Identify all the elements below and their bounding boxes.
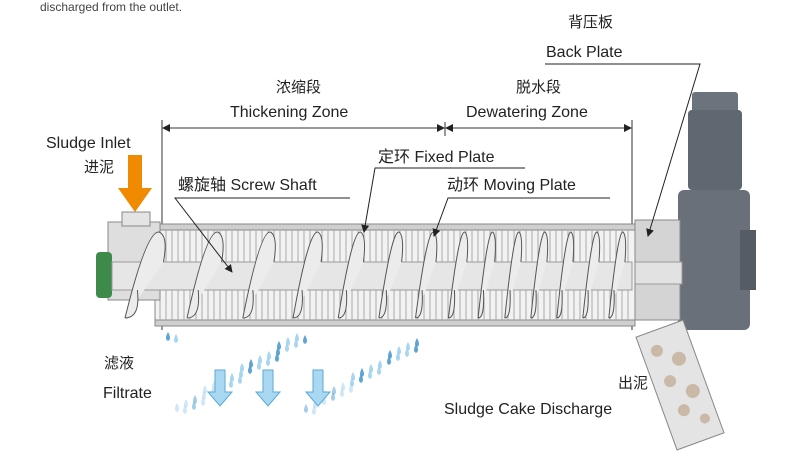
filtrate-drop	[238, 375, 242, 384]
filtrate-drop	[396, 352, 400, 361]
filtrate-arrow-icon	[254, 369, 282, 407]
dewatering-zone-label-cn: 脱水段	[516, 78, 562, 96]
filtrate-drop	[340, 388, 344, 397]
filtrate-drop	[257, 361, 261, 370]
sludge-inlet-label: Sludge Inlet	[46, 135, 131, 152]
screw-blade	[530, 231, 549, 319]
filtrate-label-cn: 滤液	[104, 354, 135, 372]
filtrate-drop	[192, 401, 196, 410]
filtrate-drop	[201, 397, 205, 406]
thickening-zone-label-cn: 浓缩段	[276, 78, 322, 96]
cake-discharge-label: Sludge Cake Discharge	[444, 401, 613, 418]
filtrate-drop	[275, 353, 279, 362]
filtrate-arrow-icon	[304, 369, 332, 407]
thickening-zone-label: Thickening Zone	[230, 104, 349, 121]
bearing	[96, 252, 112, 298]
filtrate-label: Filtrate	[103, 385, 152, 402]
filtrate-drop	[331, 392, 335, 401]
screw-blade	[337, 231, 366, 319]
filtrate-drop	[166, 332, 170, 341]
moving-plate-label: 动环 Moving Plate	[447, 177, 576, 194]
filtrate-drop	[229, 379, 233, 388]
filtrate-drop	[303, 335, 307, 344]
filtrate-drop	[304, 404, 308, 413]
screw-blade	[477, 231, 496, 319]
filtrate-drop	[414, 344, 418, 353]
screw-shaft	[111, 261, 633, 291]
filtrate-drop	[377, 366, 381, 375]
sludge-inlet-label-cn: 进泥	[84, 158, 115, 176]
filtrate-drop	[405, 348, 409, 357]
filtrate-arrow-icon	[206, 369, 234, 407]
back-plate-label: Back Plate	[546, 44, 623, 61]
inlet-arrow-icon	[118, 155, 152, 212]
dewatering-zone-label: Dewatering Zone	[466, 104, 588, 121]
screw-blade	[447, 231, 469, 319]
screw-shaft-label: 螺旋轴 Screw Shaft	[178, 177, 317, 194]
filtrate-drops	[166, 332, 419, 415]
screw-blade	[242, 231, 276, 319]
filtrate-drop	[387, 356, 391, 365]
screw-blade	[292, 231, 323, 319]
filtrate-drop	[359, 374, 363, 383]
filtrate-drop	[285, 343, 289, 352]
caption-fragment: discharged from the outlet.	[40, 0, 183, 14]
screw-blade	[186, 231, 224, 319]
screw-blade	[504, 231, 523, 319]
screw-blade	[124, 231, 166, 319]
filtrate-drop	[312, 406, 316, 415]
screw-blade	[556, 231, 575, 319]
filtrate-drop	[294, 339, 298, 348]
filtrate-drop	[266, 357, 270, 366]
inlet-box	[121, 211, 151, 227]
filtrate-drop	[174, 334, 178, 343]
filtrate-drop	[368, 370, 372, 379]
filtrate-drop	[175, 403, 179, 412]
fixed-plate-label: 定环 Fixed Plate	[378, 149, 495, 166]
cake-discharge-label-cn: 出泥	[618, 374, 649, 392]
screw-blade	[582, 231, 601, 319]
back-plate-label-cn: 背压板	[568, 13, 614, 31]
screw-blade	[378, 231, 404, 319]
filtrate-drop	[248, 365, 252, 374]
leader-lines	[173, 63, 701, 273]
filtrate-drop	[349, 384, 353, 393]
filtrate-drop	[183, 405, 187, 414]
motor-gearbox	[678, 92, 756, 330]
discharge-chute	[635, 319, 725, 451]
screw-blade	[608, 231, 627, 319]
